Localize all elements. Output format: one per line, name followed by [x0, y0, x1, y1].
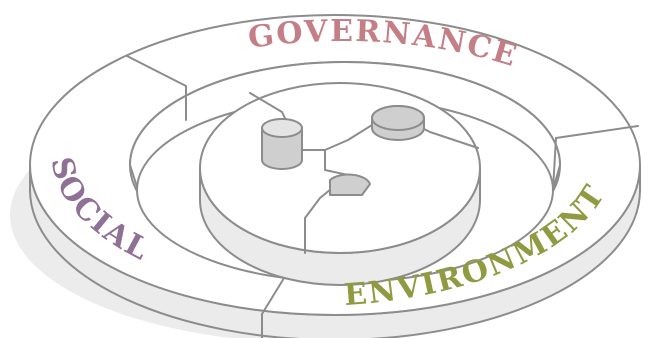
puzzle-disc-top [199, 82, 481, 254]
puzzle-knob-side [261, 127, 303, 170]
inner-wall-seam-right [552, 137, 557, 191]
puzzle-socket-right-rim [371, 105, 425, 131]
puzzle-socket-lower [329, 173, 371, 196]
puzzle-knob-top [261, 118, 303, 138]
divider-governance-environment [555, 125, 639, 139]
divider-governance-social [126, 55, 187, 87]
